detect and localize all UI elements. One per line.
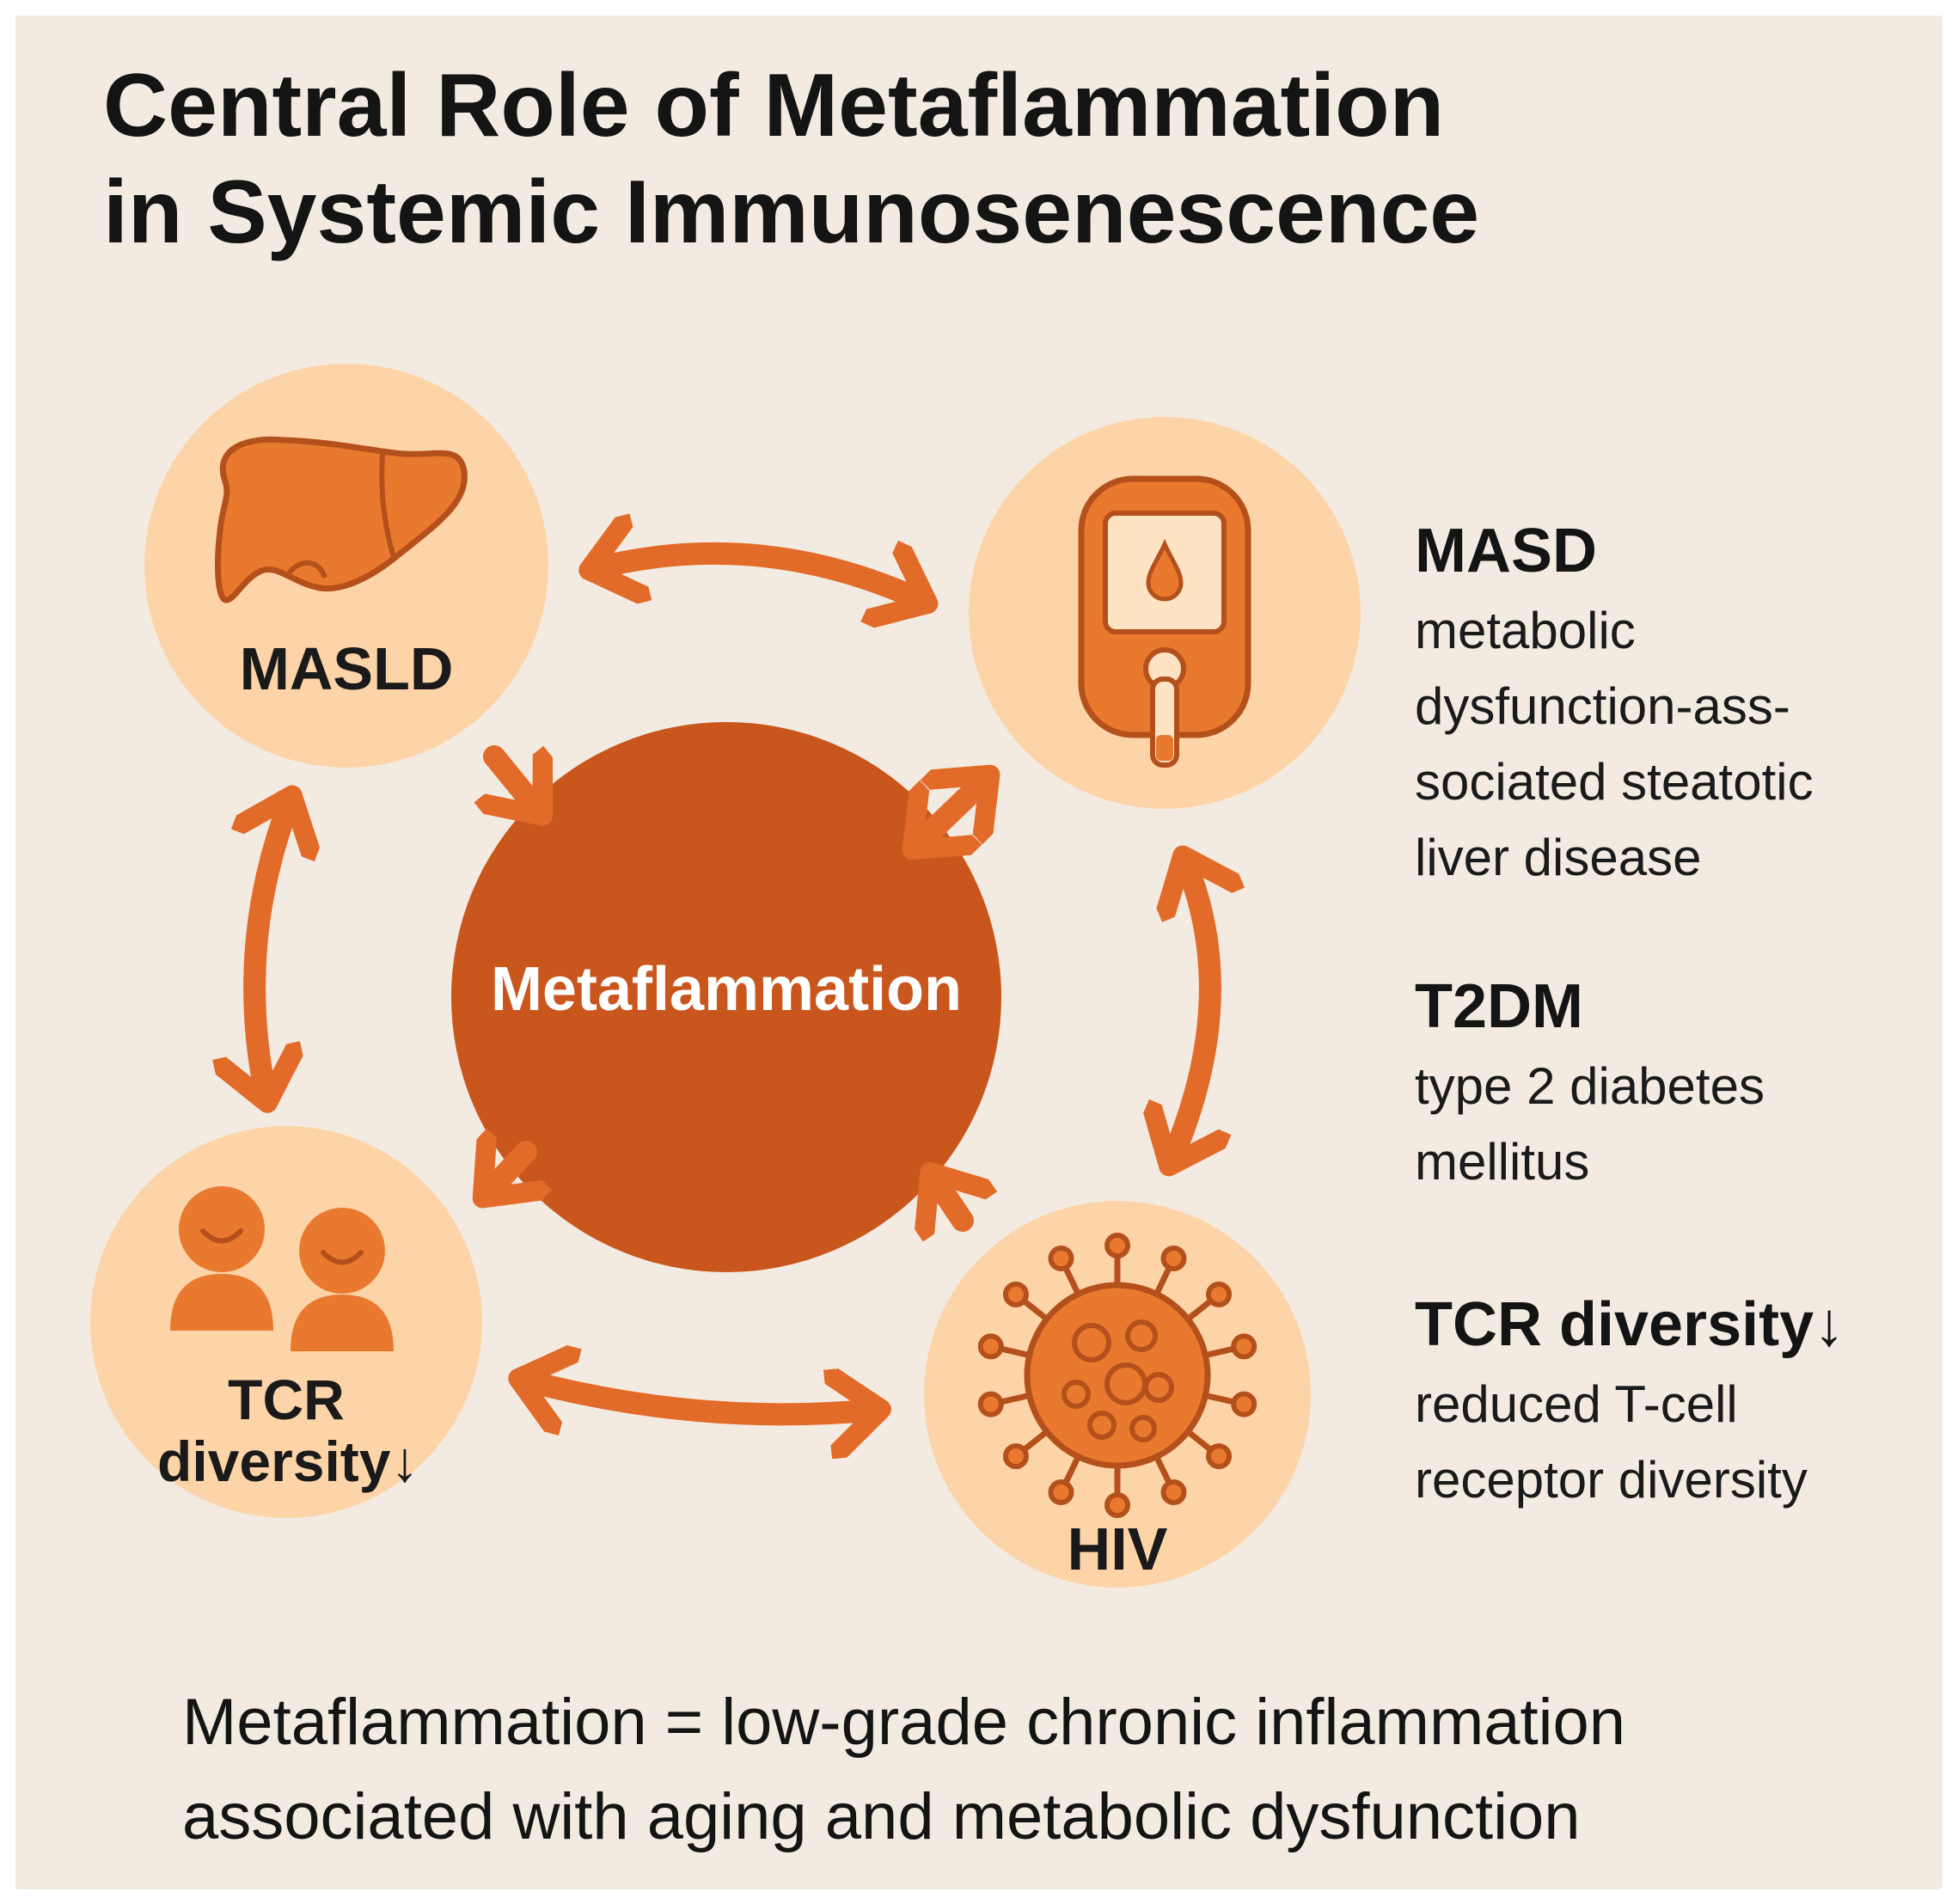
virus-spike-tip [1002,1281,1029,1307]
arrow-masld-to-center [494,745,540,812]
footer-definition-line1: Metaflammation = low-grade chronic infla… [182,1686,1626,1759]
masld-label: MASLD [239,635,454,702]
virus-spike-tip [1231,1391,1257,1417]
arrow-hiv-to-center [933,1176,963,1221]
legend-desc-masd: metabolic dysfunction-ass- sociated stea… [1415,593,1814,896]
virus-spike-tip [1160,1245,1187,1271]
tcr-label: TCR diversity↓ [157,1368,419,1493]
arrow-tcr-hiv [523,1380,877,1414]
legend-desc-masd-line: metabolic [1415,602,1636,659]
tcr-label-line2: diversity↓ [157,1430,419,1493]
virus-spike-tip [1048,1245,1074,1271]
virus-spike-tip [1160,1479,1187,1506]
arrow-masld-t2dm [593,554,924,602]
virus-spike-tip [1002,1443,1029,1470]
virus-spike-tip [1206,1443,1233,1470]
virus-spike-tip [977,1391,1004,1417]
virus-vesicle [1072,1323,1111,1362]
arrow-t2dm-hiv [1171,860,1210,1162]
page-title-line2: in Systemic Immunosenescence [103,162,1480,262]
liver-icon [215,436,468,603]
virus-icon [977,1233,1257,1518]
legend-desc-tcr: reduced T-cell receptor diversity [1415,1367,1808,1518]
virus-vesicle [1062,1380,1091,1409]
footer-definition-line2: associated with aging and metabolic dysf… [182,1780,1581,1853]
virus-vesicle [1087,1411,1117,1440]
virus-spike-tip [1104,1492,1130,1518]
hiv-label: HIV [1067,1515,1168,1583]
tcr-label-line1: TCR [228,1368,345,1431]
virus-spike-tip [1206,1281,1233,1307]
metaflammation-center-label: Metaflammation [490,955,963,1024]
virus-vesicle [1143,1372,1174,1403]
virus-vesicle [1125,1319,1158,1352]
virus-body [1024,1282,1211,1469]
legend-desc-t2dm: type 2 diabetes mellitus [1415,1049,1765,1200]
legend-desc-t2dm-line: type 2 diabetes [1415,1057,1765,1115]
legend-desc-masd-line: dysfunction-ass- [1415,677,1790,735]
metaflammation-center-circle [451,722,1001,1272]
legend-desc-tcr-line: reduced T-cell [1415,1375,1738,1433]
legend-desc-t2dm-line: mellitus [1415,1133,1590,1191]
arrow-masld-tcr [254,799,291,1099]
virus-vesicle [1129,1415,1157,1442]
glucose-meter-icon [1078,475,1251,768]
legend-desc-masd-line: liver disease [1415,829,1702,886]
arrow-center-to-tcr [486,1152,526,1195]
legend-desc-masd-line: sociated steatotic [1415,753,1814,811]
virus-spike-tip [1048,1479,1074,1506]
legend-term-tcr: TCR diversity↓ [1415,1290,1845,1359]
page-title-line1: Central Role of Metaflammation [103,56,1445,156]
legend-desc-tcr-line: receptor diversity [1415,1451,1808,1509]
arrow-center-t2dm [915,778,987,847]
virus-spike-tip [1104,1233,1130,1258]
legend-term-masd: MASD [1415,517,1597,585]
people-icon [170,1186,394,1351]
legend-term-t2dm: T2DM [1415,972,1583,1041]
virus-spike-tip [1231,1333,1257,1360]
virus-spike-tip [977,1333,1004,1360]
